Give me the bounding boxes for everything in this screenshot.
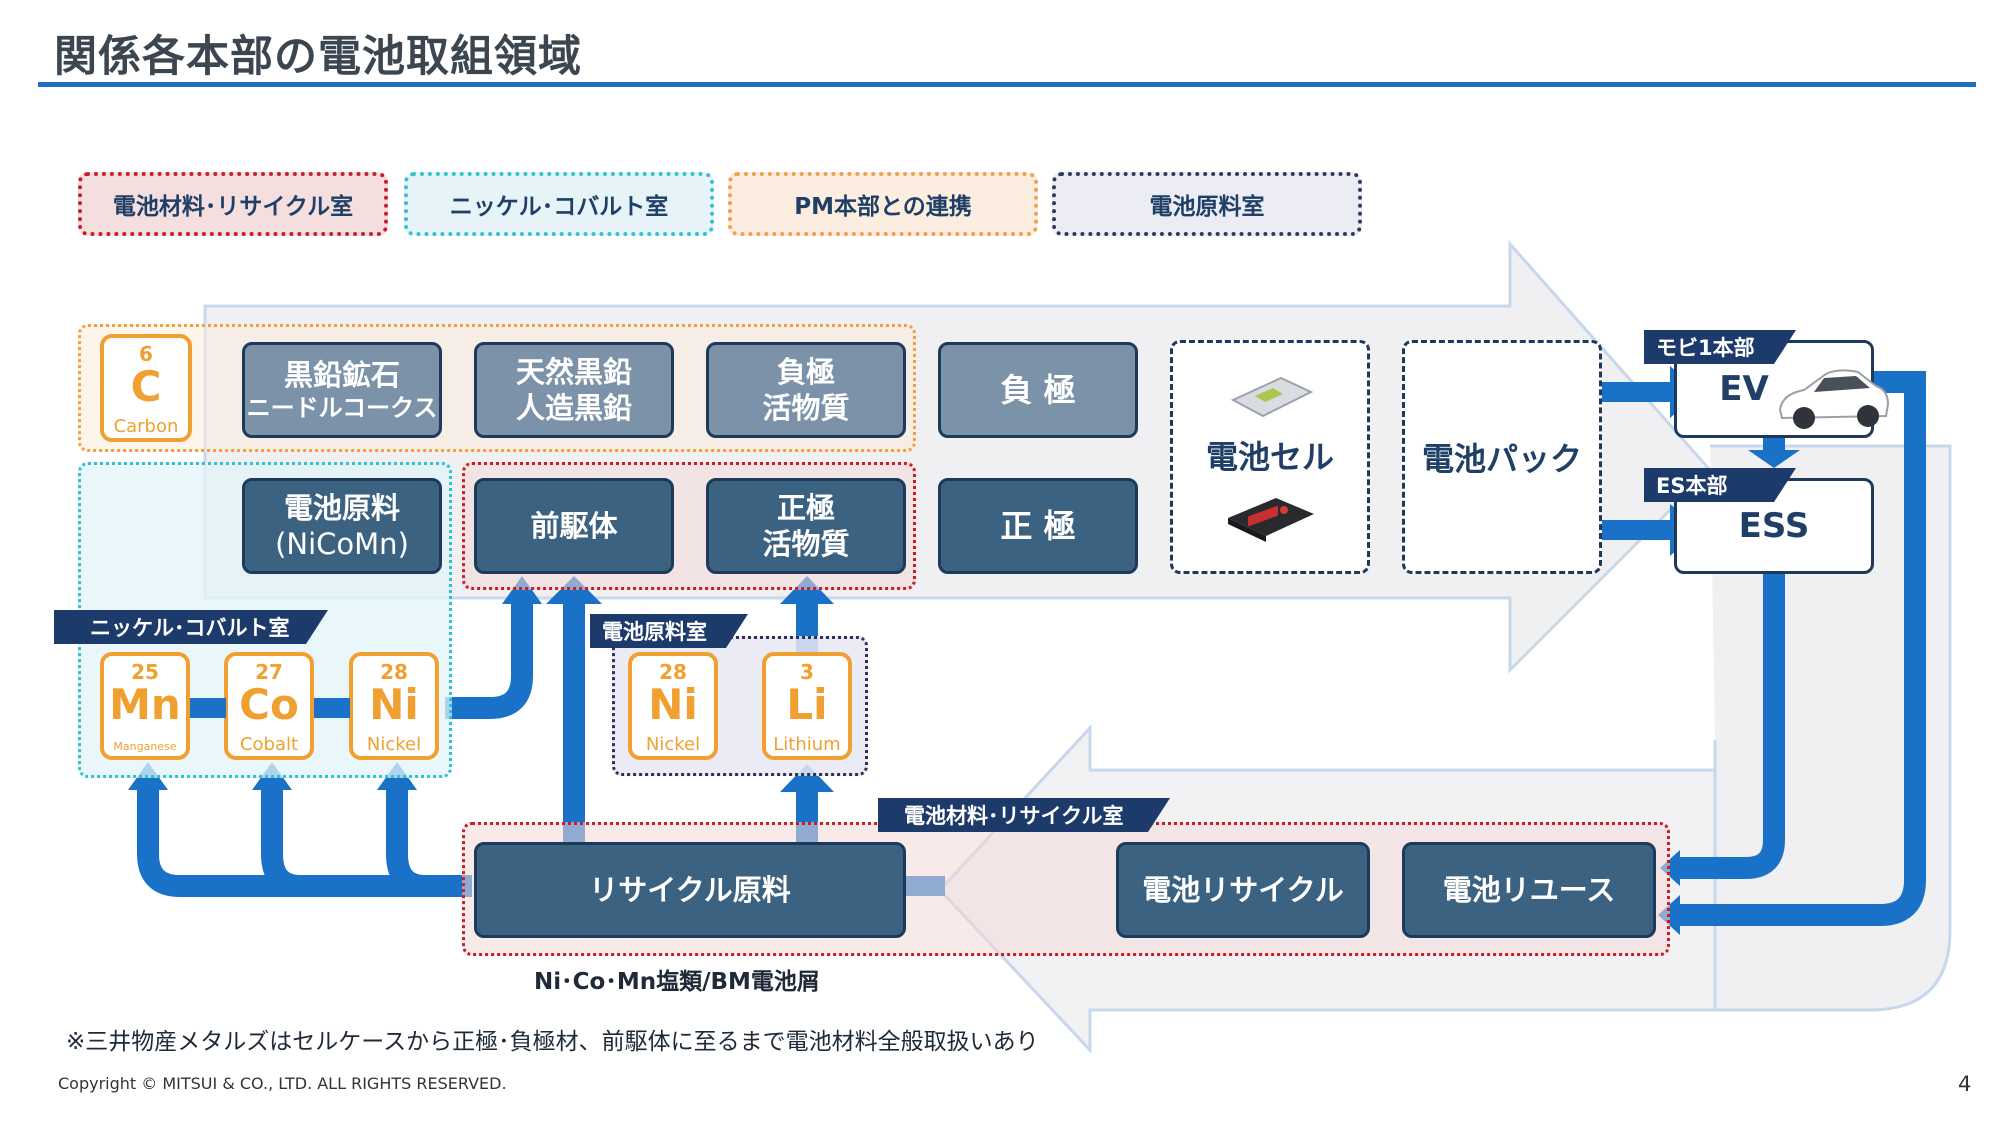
anode-active-label-2: 活物質 (762, 391, 850, 425)
co-symbol: Co (239, 680, 299, 729)
graphite-box: 天然黒鉛 人造黒鉛 (474, 342, 674, 438)
legend-pm: PM本部との連携 (728, 172, 1038, 236)
nico-tag: ニッケル･コバルト室 (54, 610, 328, 644)
element-carbon: 6 C Carbon (100, 334, 192, 442)
legend-recycle-label: 電池材料･リサイクル室 (112, 194, 354, 220)
ev-car-icon (1778, 369, 1890, 429)
page-title: 関係各本部の電池取組領域 (54, 32, 582, 82)
battery-reuse-label: 電池リユース (1442, 872, 1616, 907)
pouch-cell-icon (1230, 376, 1314, 418)
precursor-label: 前駆体 (530, 508, 618, 543)
legend-recycle: 電池材料･リサイクル室 (78, 172, 388, 236)
mn-number: 25 (131, 660, 159, 684)
es-tag: ES本部 (1644, 468, 1796, 502)
cathode-head (780, 576, 834, 604)
element-co: 27 Co Cobalt (224, 652, 314, 760)
element-mn: 25 Mn Manganese (100, 652, 190, 760)
cathode-active-label-1: 正極 (776, 490, 835, 525)
nicomn-label: (NiCoMn) (275, 527, 409, 561)
battery-recycle-label: 電池リサイクル (1142, 872, 1344, 907)
element-raw-ni: 28 Ni Nickel (628, 652, 718, 760)
co-number: 27 (255, 660, 283, 684)
battery-module-icon (1228, 498, 1314, 542)
legend-raw: 電池原料室 (1052, 172, 1362, 236)
graphite-ore-box: 黒鉛鉱石 ニードルコークス (242, 342, 442, 438)
precursor-head-2 (502, 576, 542, 604)
recycle-raw-label: リサイクル原料 (589, 872, 791, 907)
graphite-ore-label: 黒鉛鉱石 (283, 357, 400, 392)
ni-name: Nickel (366, 734, 422, 755)
ess-label: ESS (1738, 506, 1810, 546)
li-number: 3 (800, 660, 814, 684)
li-symbol: Li (786, 680, 828, 729)
legend-pm-label: PM本部との連携 (794, 194, 972, 220)
ev-to-reuse-loop (1675, 371, 1926, 926)
battery-raw-label: 電池原料 (283, 490, 400, 525)
precursor-head-1 (546, 576, 602, 604)
footnote: ※三井物産メタルズはセルケースから正極･負極材、前駆体に至るまで電池材料全般取扱… (66, 1029, 1039, 1055)
synthetic-graphite-label: 人造黒鉛 (515, 391, 632, 425)
co-name: Cobalt (239, 734, 299, 755)
raw-ni-symbol: Ni (648, 680, 698, 729)
carbon-symbol: C (130, 362, 162, 411)
precursor-box: 前駆体 (474, 478, 674, 574)
carbon-name: Carbon (113, 416, 179, 437)
pack-to-ev-shaft (1600, 382, 1680, 402)
recycle-to-co (261, 785, 301, 897)
mobility-tag: モビ1本部 (1644, 330, 1796, 364)
cathode-active-box: 正極 活物質 (706, 478, 906, 574)
cathode-label: 正 極 (1000, 507, 1076, 545)
ni-number: 28 (380, 660, 408, 684)
carbon-number: 6 (139, 342, 153, 366)
ev-to-ess-head (1748, 450, 1800, 468)
battery-cell-box: 電池セル (1170, 340, 1370, 574)
recycle-raw-box: リサイクル原料 (474, 842, 906, 938)
cathode-box: 正 極 (938, 478, 1138, 574)
anode-label: 負 極 (1000, 371, 1076, 409)
cathode-active-label-2: 活物質 (762, 527, 850, 561)
recycle-tag: 電池材料･リサイクル室 (878, 798, 1170, 832)
title-underline (38, 82, 1976, 87)
battery-cell-label: 電池セル (1205, 438, 1334, 476)
mn-name: Manganese (113, 740, 177, 753)
ni-to-precursor (445, 602, 533, 719)
legend-raw-label: 電池原料室 (1149, 194, 1265, 220)
anode-box: 負 極 (938, 342, 1138, 438)
battery-pack-box: 電池パック (1402, 340, 1602, 574)
ev-to-ess-shaft (1763, 438, 1785, 452)
raw-ni-name: Nickel (645, 734, 701, 755)
battery-recycle-box: 電池リサイクル (1116, 842, 1370, 938)
element-ni: 28 Ni Nickel (349, 652, 439, 760)
page-number: 4 (1958, 1072, 1972, 1096)
element-li: 3 Li Lithium (762, 652, 852, 760)
battery-reuse-box: 電池リユース (1402, 842, 1656, 938)
legend-nico: ニッケル･コバルト室 (404, 172, 714, 236)
recycle-caption: Ni･Co･Mn塩類/BM電池屑 (534, 969, 820, 995)
ni-symbol: Ni (369, 680, 419, 729)
recycle-to-ni (386, 785, 426, 897)
copyright: Copyright © MITSUI & CO., LTD. ALL RIGHT… (58, 1074, 507, 1093)
mn-symbol: Mn (109, 680, 181, 729)
anode-active-box: 負極 活物質 (706, 342, 906, 438)
battery-pack-label: 電池パック (1421, 440, 1582, 478)
recycle-to-mn (137, 785, 472, 897)
needle-coke-label: ニードルコークス (246, 394, 438, 423)
pack-to-ess-shaft (1600, 520, 1680, 540)
ess-to-reuse-loop (1675, 572, 1785, 879)
li-arrow-head (780, 764, 834, 792)
raw-ni-number: 28 (659, 660, 687, 684)
recycle-to-precursor-shaft (563, 600, 585, 844)
legend-nico-label: ニッケル･コバルト室 (449, 194, 669, 220)
ess-to-reuse-head (1660, 850, 1680, 886)
battery-raw-box: 電池原料 (NiCoMn) (242, 478, 442, 574)
raw-tag: 電池原料室 (590, 614, 748, 648)
anode-active-label-1: 負極 (776, 354, 835, 389)
mn-co-link (190, 698, 226, 718)
li-name: Lithium (773, 734, 841, 755)
natural-graphite-label: 天然黒鉛 (515, 354, 632, 389)
ev-label: EV (1719, 369, 1769, 409)
co-ni-link (314, 698, 350, 718)
